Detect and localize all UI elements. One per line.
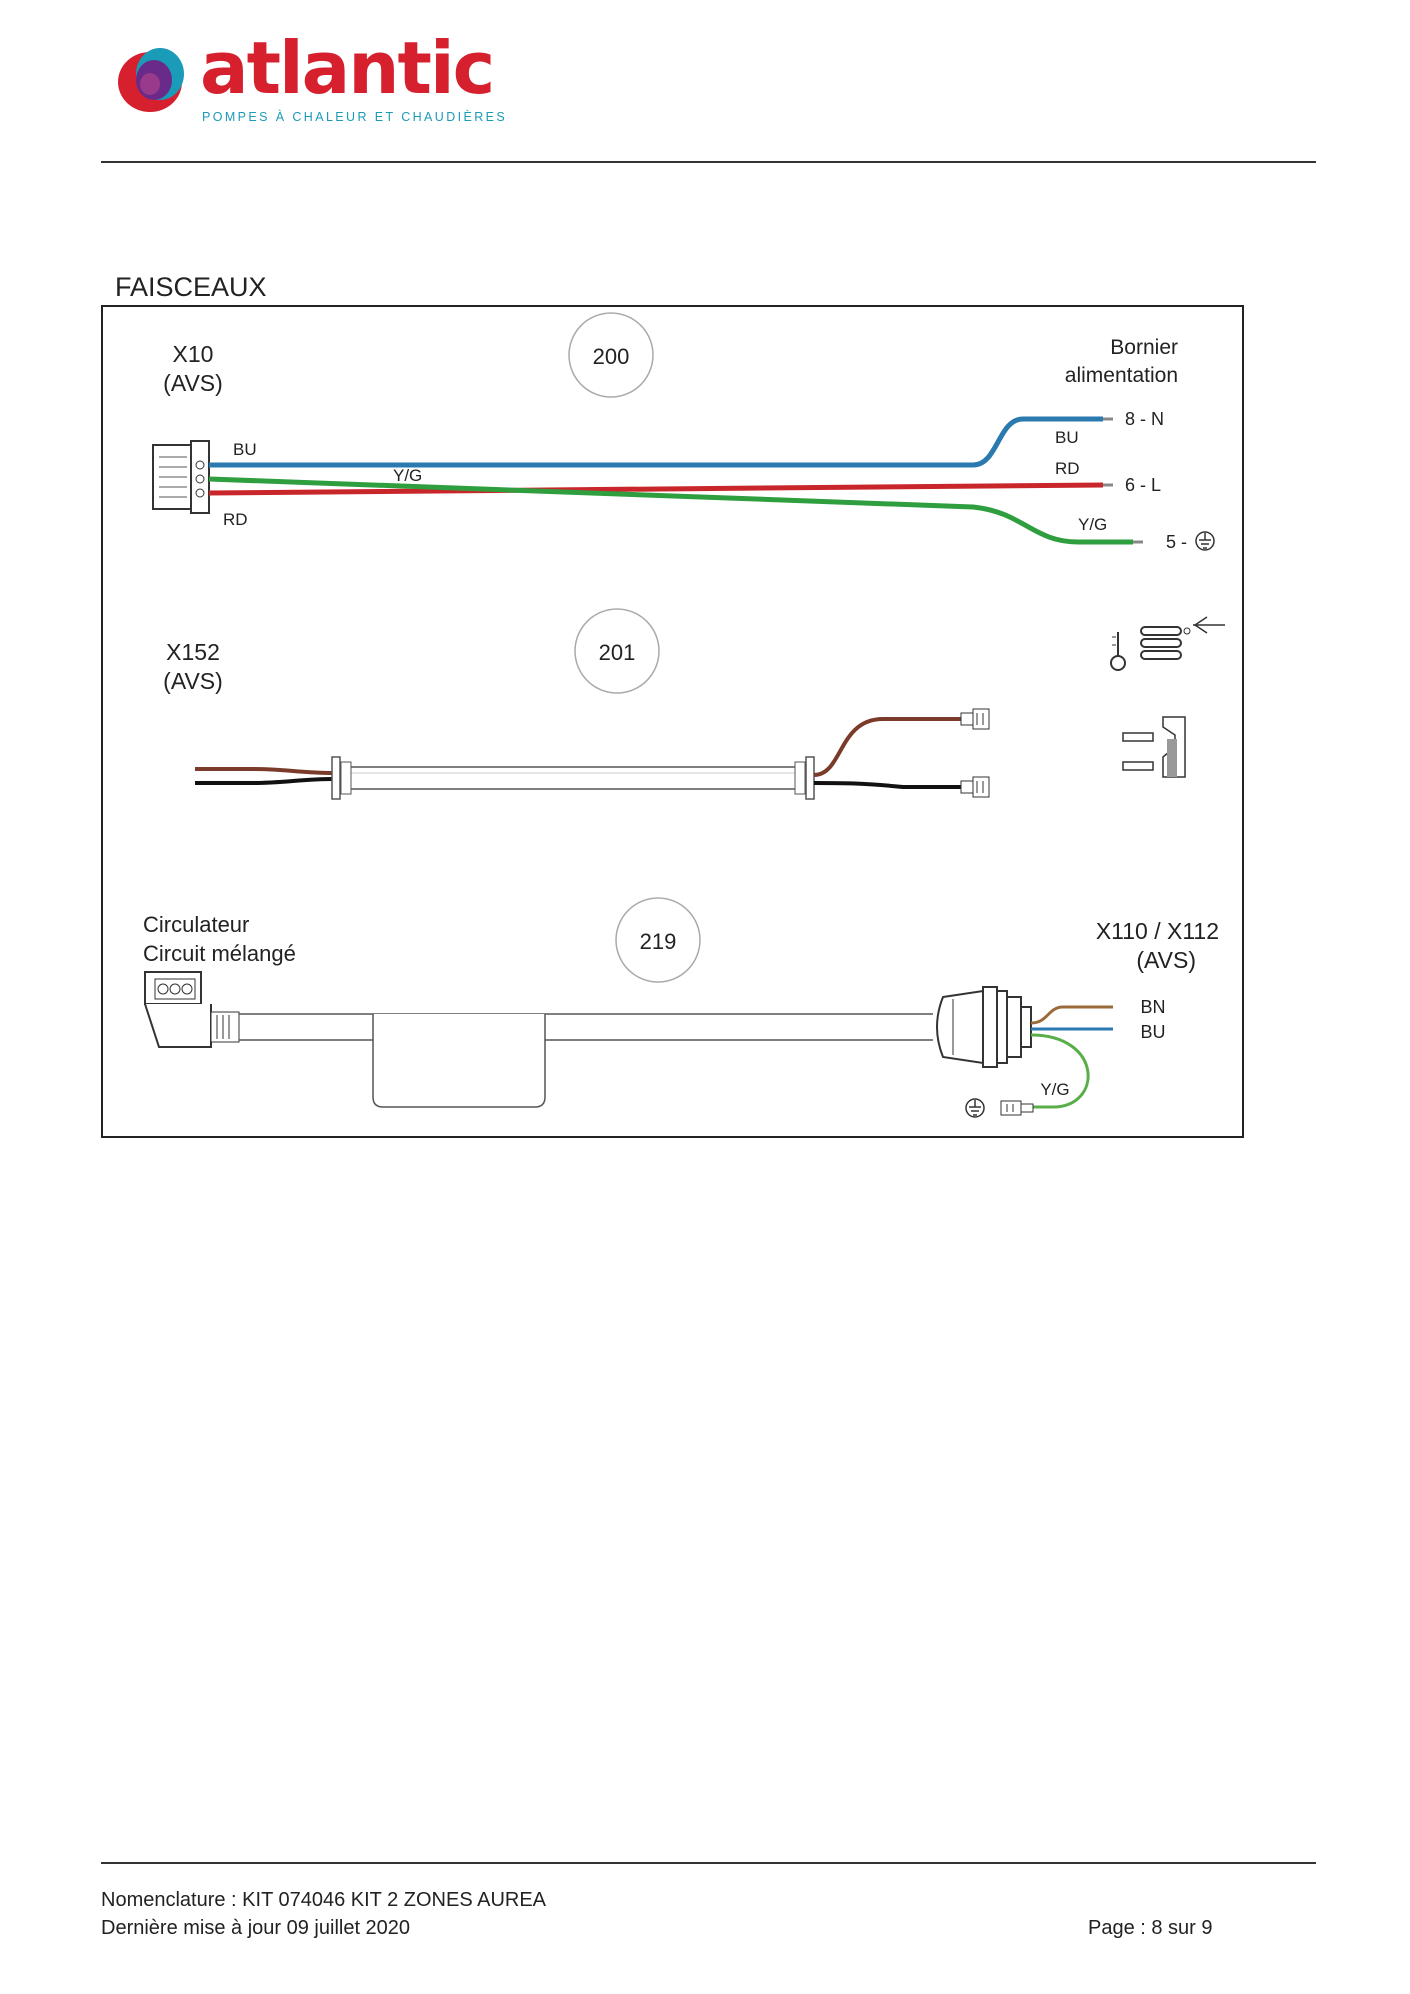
- wire-green-200: [208, 476, 1133, 545]
- harness-200-number: 200: [593, 344, 630, 369]
- harness-200-left-label-1: X10: [173, 341, 214, 367]
- harness-219-number: 219: [640, 929, 677, 954]
- terminal-l: 6 - L: [1125, 475, 1161, 495]
- label-bu-left: BU: [233, 440, 257, 459]
- wire-red-200: [208, 482, 1104, 496]
- faston-terminal-icon: [1000, 1100, 1034, 1116]
- terminal-n: 8 - N: [1125, 409, 1164, 429]
- harness-201-left-label-1: X152: [166, 639, 220, 665]
- wire-black-201-left: [195, 777, 334, 785]
- cable-box: [372, 1014, 546, 1108]
- harness-201: 201 X152 (AVS): [163, 608, 1225, 800]
- harness-200-right-label-2: alimentation: [1065, 364, 1178, 387]
- harness-219-left-label-2: Circuit mélangé: [143, 941, 296, 966]
- harness-201-left-label-2: (AVS): [163, 668, 223, 694]
- pump-connector: [144, 971, 240, 1048]
- footer-rule: [101, 1862, 1316, 1864]
- label-bn: BN: [1140, 997, 1165, 1017]
- wire-blue-200: [209, 416, 1103, 468]
- harness-219-circle: [615, 897, 701, 983]
- faston-terminal-icon: [960, 776, 990, 798]
- wire-green-219: [1030, 1033, 1090, 1109]
- logo-mark-icon: [118, 48, 184, 112]
- harness-figure: 200 X10 (AVS) Bornier alimentation: [101, 305, 1244, 1138]
- label-yg-left: Y/G: [393, 466, 422, 485]
- label-rd-right: RD: [1055, 459, 1080, 478]
- harness-219-right-label-1: X110 / X112: [1096, 918, 1219, 944]
- wire-brown-219: [1030, 1005, 1113, 1025]
- atlantic-logo: atlantic POMPES À CHALEUR ET CHAUDIÈRES: [112, 32, 505, 130]
- label-bu: BU: [1140, 1022, 1165, 1042]
- sensor-clip-icon: [1122, 716, 1186, 778]
- footer-nomenclature: Nomenclature : KIT 074046 KIT 2 ZONES AU…: [101, 1889, 547, 1911]
- wire-black-201-right: [813, 781, 963, 789]
- label-yg-219: Y/G: [1040, 1080, 1069, 1099]
- section-title: FAISCEAUX: [115, 272, 267, 302]
- sleeve-tube: [337, 766, 809, 790]
- harness-219: 219 Circulateur Circuit mélangé X110 / X…: [143, 897, 1219, 1118]
- brand-name: atlantic: [200, 26, 495, 110]
- harness-diagram: 200 X10 (AVS) Bornier alimentation: [143, 312, 1225, 1118]
- cable-gland: [936, 986, 1032, 1068]
- earth-icon: [965, 1098, 985, 1118]
- footer-update-date: Dernière mise à jour 09 juillet 2020: [101, 1917, 411, 1939]
- x10-connector: [152, 440, 210, 514]
- harness-201-circle: [574, 608, 660, 694]
- harness-200: 200 X10 (AVS) Bornier alimentation: [152, 312, 1215, 552]
- header-rule: [101, 161, 1316, 163]
- harness-201-number: 201: [599, 640, 636, 665]
- label-bu-right: BU: [1055, 428, 1079, 447]
- temperature-sensor-icon: [1110, 616, 1225, 671]
- label-rd-left: RD: [223, 510, 248, 529]
- harness-219-left-label-1: Circulateur: [143, 912, 249, 937]
- harness-200-circle: [568, 312, 654, 398]
- wire-brown-201-left: [195, 767, 334, 775]
- footer-page-number: Page : 8 sur 9: [1088, 1917, 1213, 1939]
- faston-terminal-icon: [960, 708, 990, 730]
- harness-200-left-label-2: (AVS): [163, 370, 223, 396]
- terminal-earth: 5 -: [1166, 532, 1187, 552]
- wire-brown-201-right: [813, 717, 963, 777]
- harness-219-right-label-2: (AVS): [1136, 947, 1196, 973]
- brand-tagline: POMPES À CHALEUR ET CHAUDIÈRES: [202, 110, 508, 124]
- earth-icon: [1195, 531, 1215, 551]
- harness-200-right-label-1: Bornier: [1110, 336, 1178, 359]
- label-yg-right: Y/G: [1078, 515, 1107, 534]
